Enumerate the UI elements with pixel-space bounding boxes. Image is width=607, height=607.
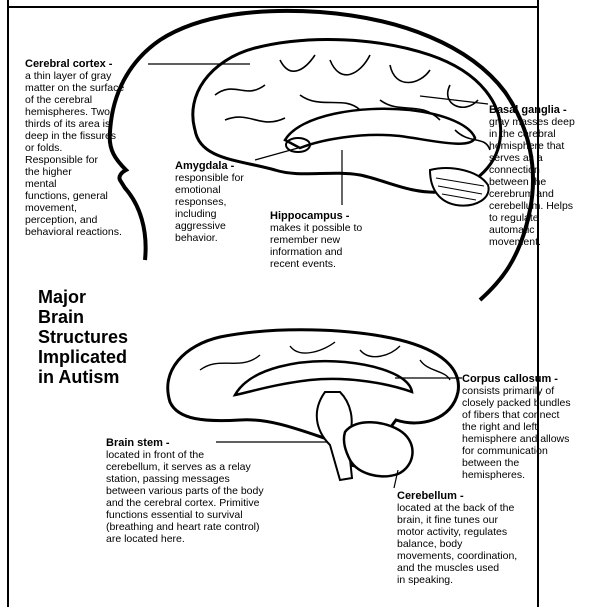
label-cerebral-cortex-body: a thin layer of gray matter on the surfa… <box>25 70 155 238</box>
label-brain-stem: Brain stem - located in front of the cer… <box>106 437 306 545</box>
label-hippocampus: Hippocampus - makes it possible to remem… <box>270 210 400 270</box>
lower-cerebellum <box>344 422 413 476</box>
label-cerebellum-body: located at the back of the brain, it fin… <box>397 502 547 586</box>
label-amygdala-body: responsible for emotional responses, inc… <box>175 172 275 244</box>
label-brain-stem-head: Brain stem - <box>106 437 306 449</box>
label-corpus-callosum-body: consists primarily of closely packed bun… <box>462 385 604 481</box>
label-cerebellum: Cerebellum - located at the back of the … <box>397 490 547 586</box>
label-basal-ganglia-body: gray masses deep in the cerebral hemisph… <box>489 116 601 248</box>
diagram-title: Major Brain Structures Implicated in Aut… <box>38 287 128 387</box>
label-brain-stem-body: located in front of the cerebellum, it s… <box>106 449 306 545</box>
label-basal-ganglia: Basal ganglia - gray masses deep in the … <box>489 104 601 248</box>
label-basal-ganglia-head: Basal ganglia - <box>489 104 601 116</box>
label-amygdala: Amygdala - responsible for emotional res… <box>175 160 275 244</box>
label-cerebral-cortex-head: Cerebral cortex - <box>25 58 155 70</box>
label-amygdala-head: Amygdala - <box>175 160 275 172</box>
label-cerebral-cortex: Cerebral cortex - a thin layer of gray m… <box>25 58 155 238</box>
label-hippocampus-head: Hippocampus - <box>270 210 400 222</box>
label-cerebellum-head: Cerebellum - <box>397 490 547 502</box>
label-hippocampus-body: makes it possible to remember new inform… <box>270 222 400 270</box>
label-corpus-callosum-head: Corpus callosum - <box>462 373 604 385</box>
label-corpus-callosum: Corpus callosum - consists primarily of … <box>462 373 604 481</box>
